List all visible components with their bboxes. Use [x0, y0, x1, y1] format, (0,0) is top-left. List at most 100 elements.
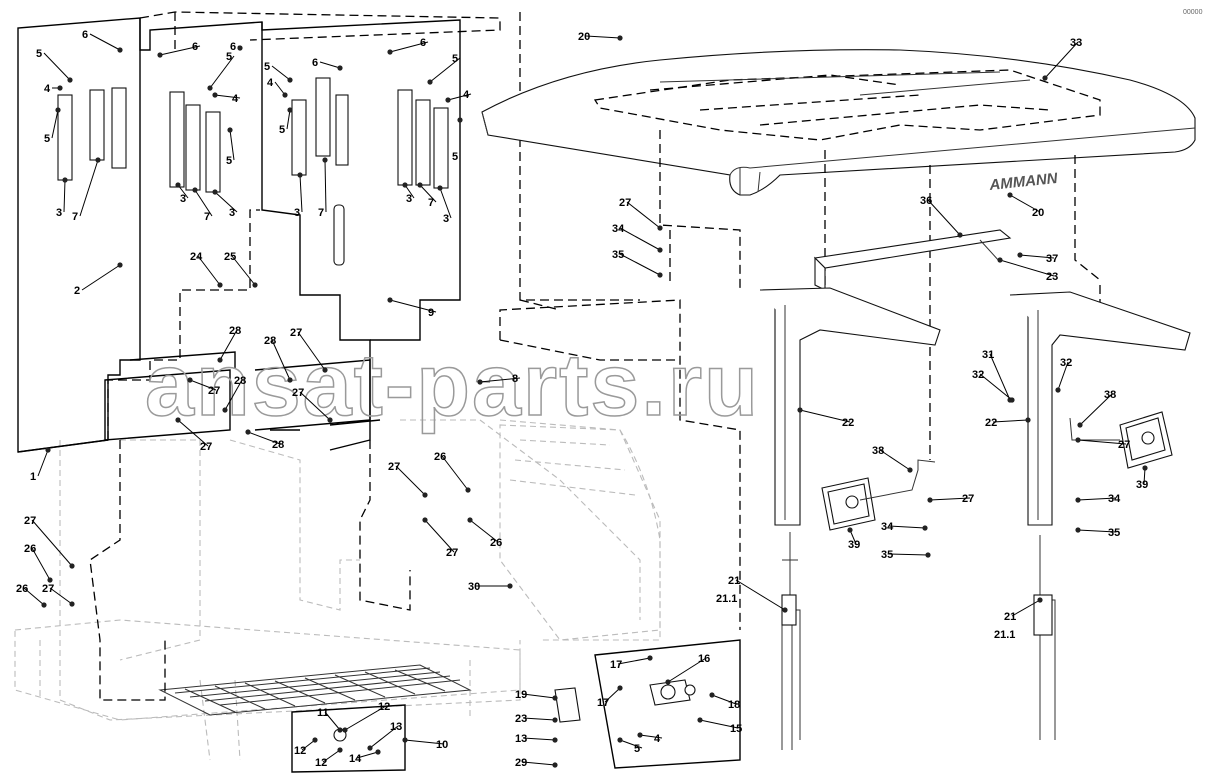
callout-9: 9 — [428, 307, 434, 319]
leader-line-c12a — [344, 705, 387, 731]
routing-dashes-left — [89, 11, 741, 701]
fastener-dot-c32a — [1009, 397, 1015, 403]
callout-7: 7 — [72, 211, 78, 223]
callout-5: 5 — [226, 51, 232, 63]
callout-27: 27 — [290, 327, 302, 339]
leader-line-c4e — [639, 734, 663, 739]
callout-22: 22 — [985, 417, 997, 429]
leader-line-c7a — [79, 159, 99, 217]
fastener-dot-c12b — [312, 737, 318, 743]
fastener-dot-c5f — [427, 79, 433, 85]
fastener-dot-c24 — [217, 282, 223, 288]
fastener-dot-c10 — [402, 737, 408, 743]
callout-27: 27 — [200, 441, 212, 453]
fastener-dot-c13a — [552, 737, 558, 743]
mounting-strips-right — [291, 77, 449, 266]
leader-line-c27h — [395, 465, 426, 496]
fastener-dot-c17a — [647, 655, 653, 661]
leader-line-c26c — [31, 547, 51, 581]
leader-line-c27f — [929, 497, 971, 501]
fastener-dot-c28d — [245, 429, 251, 435]
leader-line-c5d — [229, 129, 235, 161]
leader-line-c26a — [441, 455, 469, 491]
fastener-dot-c4a — [57, 85, 63, 91]
leader-line-c3c — [214, 191, 238, 213]
fastener-dot-c21a — [782, 607, 788, 613]
callout-21: 21 — [728, 575, 740, 587]
fastener-dot-c27a — [322, 367, 328, 373]
callout-24: 24 — [190, 251, 203, 263]
callout-27: 27 — [619, 197, 631, 209]
callout-4: 4 — [654, 733, 661, 745]
fastener-dot-c1 — [45, 447, 51, 453]
callout-23: 23 — [515, 713, 527, 725]
callout-3: 3 — [294, 207, 300, 219]
fastener-dot-c7a — [95, 157, 101, 163]
leader-line-c32a — [979, 373, 1013, 401]
fastener-dot-c27b — [187, 377, 193, 383]
leader-line-c3d — [299, 174, 303, 213]
callout-6: 6 — [420, 37, 426, 49]
fastener-dot-c20a — [617, 35, 623, 41]
leader-line-c24 — [197, 255, 221, 286]
leader-line-c27a — [297, 331, 326, 371]
leader-line-c20a — [585, 35, 621, 39]
callout-4: 4 — [44, 83, 51, 95]
callout-27: 27 — [1118, 439, 1130, 451]
callout-7: 7 — [428, 197, 434, 209]
fastener-dot-c12c — [337, 747, 343, 753]
leader-line-c16 — [667, 657, 707, 683]
callout-37: 37 — [1046, 253, 1058, 265]
callout-34: 34 — [612, 223, 625, 235]
fastener-dot-c27i — [422, 517, 428, 523]
leader-line-c28d — [247, 431, 281, 445]
callout-12: 12 — [315, 757, 327, 769]
fastener-dot-c2 — [117, 262, 123, 268]
leader-line-c27e — [626, 201, 661, 229]
fastener-dot-c39a — [847, 527, 853, 533]
leader-line-c3a — [63, 179, 66, 213]
callout-31: 31 — [982, 349, 994, 361]
fastener-dot-c34c — [1075, 497, 1081, 503]
side-panel-left — [17, 17, 141, 453]
fastener-dot-c5a — [67, 77, 73, 83]
leader-line-c4d — [447, 93, 472, 101]
fastener-dot-c26c — [47, 577, 53, 583]
fastener-dot-c33 — [1042, 75, 1048, 81]
side-panel-right — [261, 19, 461, 341]
callout-28: 28 — [229, 325, 241, 337]
fastener-dot-c5i — [617, 737, 623, 743]
fastener-dot-c6d — [337, 65, 343, 71]
wiper-plate — [554, 639, 741, 769]
fastener-dot-c22a — [797, 407, 803, 413]
leader-line-c26b — [469, 519, 499, 543]
fastener-dot-c23b — [552, 717, 558, 723]
leader-line-c27c — [299, 391, 331, 421]
callout-34: 34 — [1108, 493, 1121, 505]
leader-line-c23b — [522, 717, 556, 721]
leader-line-c27d — [177, 419, 209, 447]
callout-14: 14 — [349, 753, 362, 765]
callout-26: 26 — [16, 583, 28, 595]
callout-3: 3 — [406, 193, 412, 205]
fastener-dot-c27e — [657, 225, 663, 231]
callout-28: 28 — [234, 375, 246, 387]
leader-line-c10 — [404, 739, 445, 745]
leader-line-c13a — [522, 737, 556, 741]
callout-27: 27 — [24, 515, 36, 527]
callout-5: 5 — [44, 133, 50, 145]
leader-line-c5c — [51, 109, 59, 139]
leader-line-c28b — [271, 339, 291, 381]
leader-line-c35a — [619, 253, 661, 276]
fastener-dot-c22b — [1025, 417, 1031, 423]
leader-line-c4c — [274, 81, 286, 96]
callout-5: 5 — [226, 155, 232, 167]
leader-line-c6a — [89, 33, 121, 51]
callout-27: 27 — [208, 385, 220, 397]
leader-line-c5i — [619, 739, 643, 749]
leader-line-c27k — [49, 587, 73, 605]
mounting-strips-left — [57, 87, 221, 193]
leader-line-c7c — [324, 159, 327, 213]
fastener-dot-c12a — [342, 727, 348, 733]
callout-13: 13 — [515, 733, 527, 745]
